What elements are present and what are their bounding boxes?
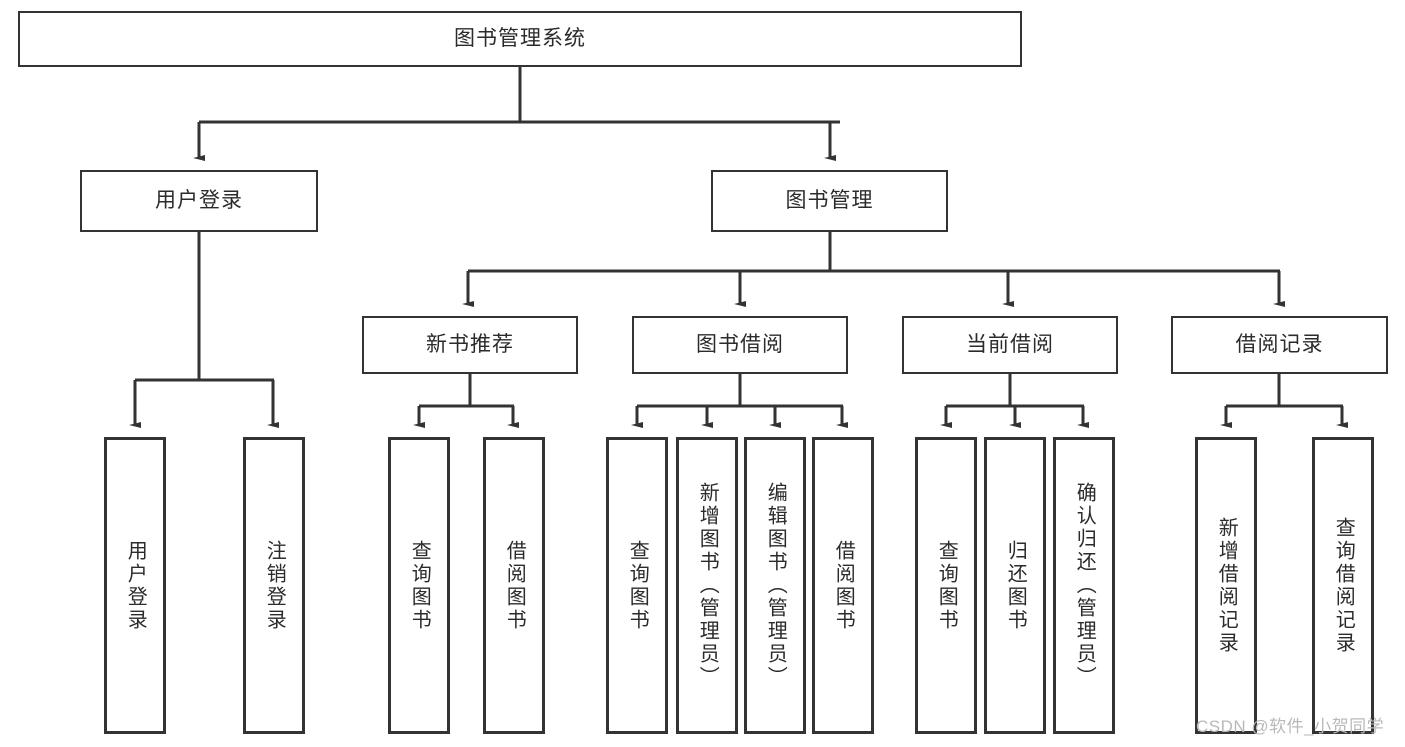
leaf-query-record-label: 查询借阅记录 [1332,516,1355,655]
leaf-query-book-3-label: 查询图书 [935,539,958,632]
node-book-admin-label: 图书管理 [785,188,874,212]
leaf-edit-book[interactable]: 编辑图书（管理员） [744,437,806,734]
leaf-confirm-return[interactable]: 确认归还（管理员） [1053,437,1115,734]
leaf-add-record-label: 新增借阅记录 [1215,516,1238,655]
leaf-borrow-book-1[interactable]: 借阅图书 [483,437,545,734]
leaf-add-record[interactable]: 新增借阅记录 [1195,437,1257,734]
leaf-borrow-book-2[interactable]: 借阅图书 [812,437,874,734]
node-book-borrow[interactable]: 图书借阅 [632,316,848,374]
node-book-borrow-label: 图书借阅 [696,332,784,356]
leaf-edit-book-label: 编辑图书（管理员） [764,482,787,689]
leaf-return-book[interactable]: 归还图书 [984,437,1046,734]
node-current-borrow[interactable]: 当前借阅 [902,316,1118,374]
leaf-user-logout[interactable]: 注销登录 [243,437,305,734]
leaf-add-book[interactable]: 新增图书（管理员） [676,437,738,734]
leaf-borrow-book-2-label: 借阅图书 [832,539,855,632]
leaf-query-book-2[interactable]: 查询图书 [606,437,668,734]
leaf-user-login-label: 用户登录 [124,539,147,632]
node-user-login[interactable]: 用户登录 [80,170,318,232]
leaf-return-book-label: 归还图书 [1004,539,1027,632]
leaf-query-book-1-label: 查询图书 [408,539,431,632]
leaf-query-book-2-label: 查询图书 [626,539,649,632]
leaf-user-login[interactable]: 用户登录 [104,437,166,734]
node-root-label: 图书管理系统 [454,26,586,50]
node-root[interactable]: 图书管理系统 [18,11,1022,67]
csdn-watermark: CSDN @软件_小贺同学 [1196,717,1385,736]
node-new-book-rec-label: 新书推荐 [426,332,514,356]
leaf-user-logout-label: 注销登录 [263,539,286,632]
leaf-confirm-return-label: 确认归还（管理员） [1073,482,1096,689]
node-current-borrow-label: 当前借阅 [966,332,1054,356]
node-new-book-rec[interactable]: 新书推荐 [362,316,578,374]
leaf-add-book-label: 新增图书（管理员） [696,482,719,689]
leaf-query-record[interactable]: 查询借阅记录 [1312,437,1374,734]
node-borrow-record-label: 借阅记录 [1235,332,1324,356]
leaf-query-book-3[interactable]: 查询图书 [915,437,977,734]
node-book-admin[interactable]: 图书管理 [711,170,948,232]
node-user-login-label: 用户登录 [155,188,243,212]
node-borrow-record[interactable]: 借阅记录 [1171,316,1388,374]
leaf-borrow-book-1-label: 借阅图书 [503,539,526,632]
leaf-query-book-1[interactable]: 查询图书 [388,437,450,734]
